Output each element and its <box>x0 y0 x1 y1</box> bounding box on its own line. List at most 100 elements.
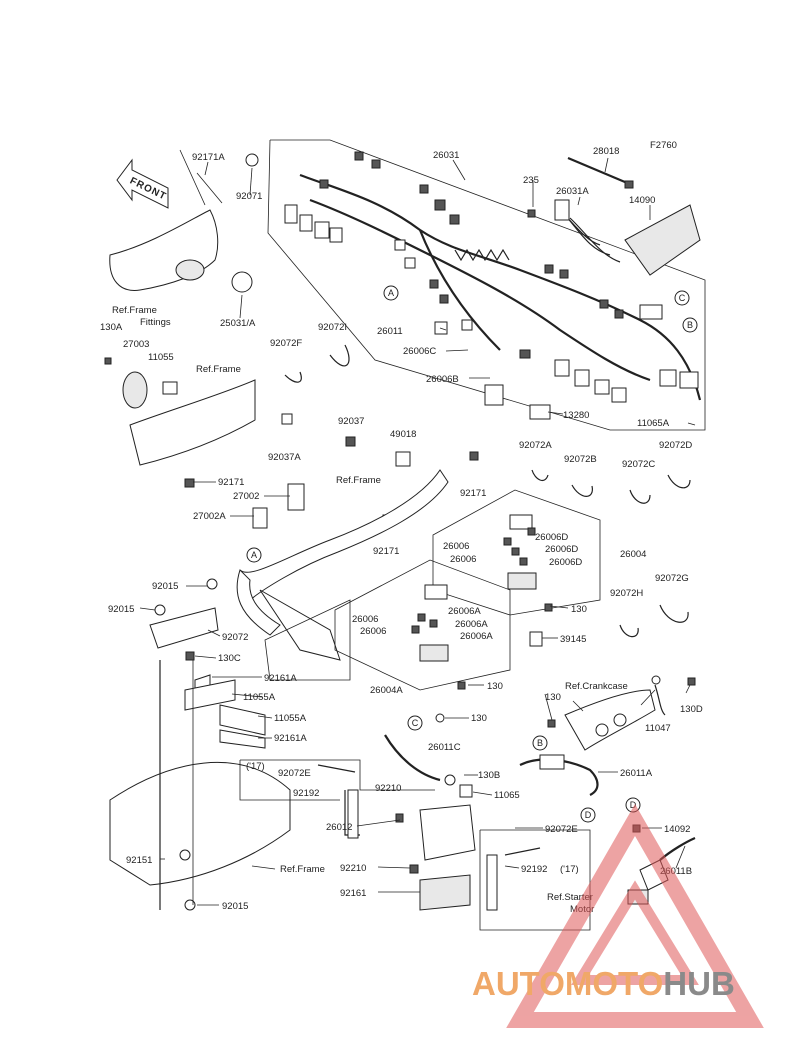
figure-code: F2760 <box>650 140 677 151</box>
label-92192-2: 92192 <box>521 864 547 875</box>
label-26031A: 26031A <box>556 186 589 197</box>
ref-frame-a: Ref.Frame <box>196 364 241 375</box>
label-92037A: 92037A <box>268 452 301 463</box>
label-26006-4: 26006 <box>360 626 386 637</box>
label-130-mid: 130 <box>471 713 487 724</box>
main-harness-group <box>267 139 706 431</box>
svg-text:AUTOMOTOHUB: AUTOMOTOHUB <box>472 965 735 1002</box>
label-26011B: 26011B <box>660 866 692 877</box>
ref-starter-line1: Ref.Starter <box>547 892 593 903</box>
label-28018: 28018 <box>593 146 619 157</box>
label-92171-mid: 92171 <box>373 546 399 557</box>
label-11055: 11055 <box>148 352 174 363</box>
front-arrow-icon: FRONT <box>116 158 169 209</box>
label-92192-1: 92192 <box>293 788 319 799</box>
label-130-fuseA: 130 <box>487 681 503 692</box>
frame-tube <box>236 469 449 681</box>
label-92171-upper: 92171 <box>460 488 486 499</box>
frame-fittings-cover <box>109 149 259 293</box>
label-26006A-3: 26006A <box>460 631 493 642</box>
label-26012: 26012 <box>326 822 352 833</box>
label-26011C: 26011C <box>428 742 461 753</box>
ref-frame-fittings-line2: Fittings <box>140 317 171 328</box>
label-92015-bottom: 92015 <box>222 901 248 912</box>
callouts: A A B B C C D D <box>246 285 698 823</box>
label-11055A-1: 11055A <box>243 692 276 703</box>
label-130D: 130D <box>680 704 703 715</box>
label-92072E-1: 92072E <box>278 768 311 779</box>
watermark-text-part2: HUB <box>663 965 735 1002</box>
horn-bracket-group <box>104 357 256 488</box>
year-note-2: ('17) <box>560 864 579 875</box>
label-11065: 11065 <box>494 790 520 801</box>
label-92072G: 92072G <box>655 573 689 584</box>
ref-frame-b: Ref.Frame <box>336 475 381 486</box>
label-26006-3: 26006 <box>352 614 378 625</box>
label-92072A: 92072A <box>519 440 552 451</box>
label-26006A-1: 26006A <box>448 606 481 617</box>
label-130-crank: 130 <box>545 692 561 703</box>
battery-tray-group <box>109 578 291 911</box>
label-11065A: 11065A <box>637 418 670 429</box>
label-39145: 39145 <box>560 634 586 645</box>
label-14092: 14092 <box>664 824 690 835</box>
label-92071: 92071 <box>236 191 262 202</box>
label-92072I: 92072I <box>318 322 347 333</box>
label-92151: 92151 <box>126 855 152 866</box>
label-92161A-1: 92161A <box>264 673 297 684</box>
label-92015-left: 92015 <box>108 604 134 615</box>
callout-D-2: D <box>630 800 637 810</box>
ref-crankcase: Ref.Crankcase <box>565 681 628 692</box>
label-92161A-2: 92161A <box>274 733 307 744</box>
label-92171A: 92171A <box>192 152 225 163</box>
label-49018: 49018 <box>390 429 416 440</box>
label-26006B: 26006B <box>426 374 459 385</box>
label-26006C: 26006C <box>403 346 436 357</box>
label-92072B: 92072B <box>564 454 597 465</box>
label-92037: 92037 <box>338 416 364 427</box>
label-27002A: 27002A <box>193 511 226 522</box>
label-11055A-2: 11055A <box>274 713 307 724</box>
label-235: 235 <box>523 175 539 186</box>
label-26006D-2: 26006D <box>545 544 578 555</box>
callout-B-1: B <box>687 320 693 330</box>
label-26004: 26004 <box>620 549 646 560</box>
watermark-triangle-icon <box>506 803 764 1028</box>
label-26011A: 26011A <box>620 768 653 779</box>
label-92072E-2: 92072E <box>545 824 578 835</box>
label-11047: 11047 <box>645 723 671 734</box>
label-92161: 92161 <box>340 888 366 899</box>
callout-C-2: C <box>412 718 419 728</box>
label-130-fuse: 130 <box>571 604 587 615</box>
ref-frame-c: Ref.Frame <box>280 864 325 875</box>
year-note-1: ('17) <box>246 761 265 772</box>
label-92210-1: 92210 <box>375 783 401 794</box>
callout-A-2: A <box>251 550 257 560</box>
label-92210-2: 92210 <box>340 863 366 874</box>
label-25031A: 25031/A <box>220 318 256 329</box>
sub-harness-group <box>527 156 701 276</box>
label-26006-1: 26006 <box>443 541 469 552</box>
label-26006D-3: 26006D <box>549 557 582 568</box>
callout-A-1: A <box>388 288 394 298</box>
label-26011: 26011 <box>377 326 403 337</box>
battery-group <box>239 713 599 931</box>
label-92171-left: 92171 <box>218 477 244 488</box>
label-92072F: 92072F <box>270 338 302 349</box>
watermark-text-part1: AUTOMOTO <box>472 965 663 1002</box>
part-labels: 26031 28018 235 26031A 14090 92171A 9207… <box>100 146 703 912</box>
label-92072D: 92072D <box>659 440 692 451</box>
label-92072: 92072 <box>222 632 248 643</box>
label-27002: 27002 <box>233 491 259 502</box>
label-92015-top: 92015 <box>152 581 178 592</box>
label-27003: 27003 <box>123 339 149 350</box>
label-130B: 130B <box>478 770 500 781</box>
label-130C: 130C <box>218 653 241 664</box>
label-92072H: 92072H <box>610 588 643 599</box>
callout-C-1: C <box>679 293 686 303</box>
automotohub-watermark: AUTOMOTOHUB <box>472 803 764 1028</box>
label-26004A: 26004A <box>370 685 403 696</box>
ref-frame-fittings-line1: Ref.Frame <box>112 305 157 316</box>
label-92072C: 92072C <box>622 459 655 470</box>
callout-D-1: D <box>585 810 592 820</box>
